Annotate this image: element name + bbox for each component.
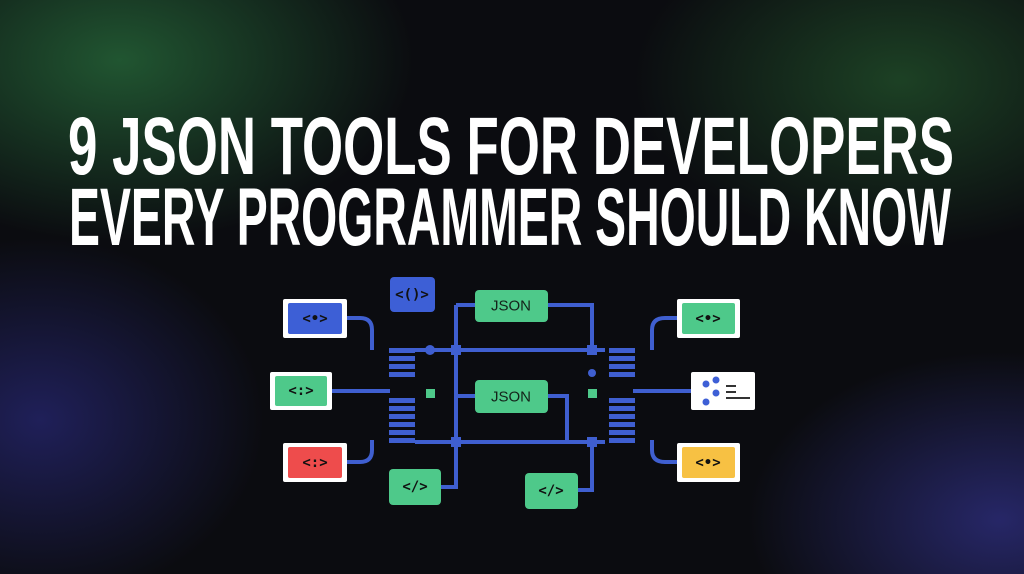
wire — [548, 394, 569, 442]
list-icon — [691, 372, 755, 410]
wires — [332, 303, 691, 492]
wire — [347, 440, 374, 464]
json-node-middle — [475, 380, 548, 413]
code-node-top — [390, 277, 435, 312]
left-bottom-label: <:> — [302, 455, 327, 471]
headline-line-2: EVERY PROGRAMMER SHOULD KNOW — [69, 172, 951, 263]
json-middle-label: JSON — [491, 389, 531, 406]
wire — [650, 316, 677, 350]
wire — [578, 442, 594, 492]
code-bottom-left-label: </> — [402, 479, 427, 495]
wire — [548, 303, 594, 350]
code-top-label: <()> — [395, 287, 429, 303]
json-node-top — [475, 290, 548, 322]
wire — [347, 316, 374, 350]
node-dot — [588, 389, 597, 398]
stack-bars — [389, 345, 635, 447]
left-top-label: <•> — [302, 311, 327, 327]
json-flow-diagram: <()> JSON JSON </> </> <•> <:> <:> <•> <… — [270, 277, 755, 509]
code-bottom-right-label: </> — [538, 483, 563, 499]
right-top-label: <•> — [695, 311, 720, 327]
right-bottom-label: <•> — [695, 455, 720, 471]
code-node-bottom-right — [525, 473, 578, 509]
headline-line-1: 9 JSON TOOLS FOR DEVELOPERS — [68, 101, 954, 192]
code-node-bottom-left — [389, 469, 441, 505]
left-middle-label: <:> — [288, 383, 313, 399]
json-top-label: JSON — [491, 298, 531, 315]
wire — [441, 350, 458, 489]
wire — [650, 440, 677, 464]
node-dot — [426, 389, 435, 398]
